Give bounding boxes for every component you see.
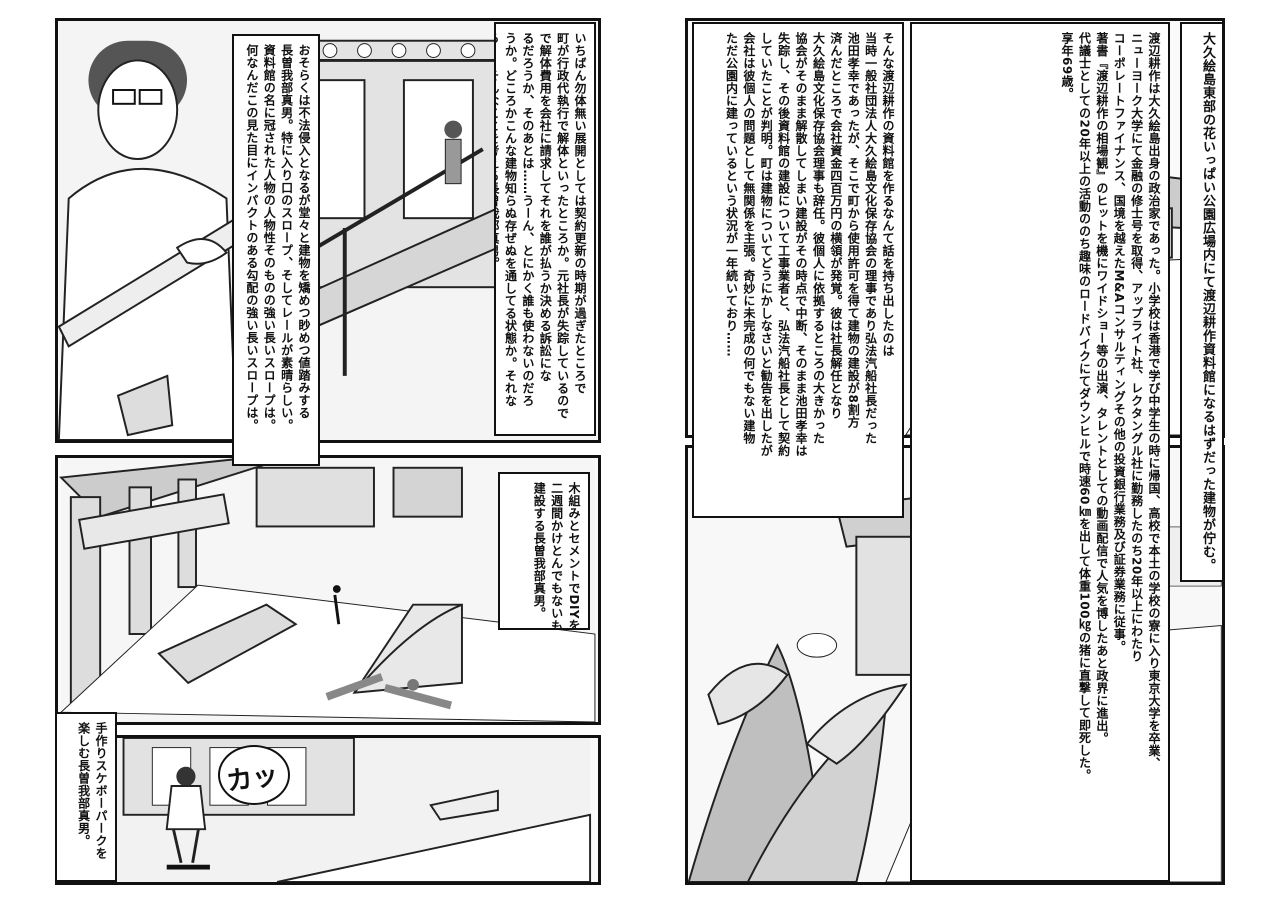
caption-diy-construction: 木組みとセメントでDIYを敢行、 二週間かけとんでもないものを入り口正面に 建設…	[498, 472, 590, 630]
caption-museum-history: そんな渡辺耕作の資料館を作るなんて話を持ち出したのは 当時一般社団法人大久絵島文…	[692, 22, 904, 518]
panel-left-bottom-art	[65, 738, 592, 882]
right-page: 大久絵島東部の花いっぱい公園広場内にて渡辺耕作資料館になるはずだった建物が佇む。…	[640, 0, 1280, 902]
sfx-bubble	[218, 745, 290, 805]
caption-watanabe-biography: 渡辺耕作は大久絵島出身の政治家であった。小学校は香港で学び中学生の時に帰国、高校…	[910, 22, 1170, 882]
caption-trespass-ramp: おそらくは不法侵入となるが堂々と建物を矯めつ眇めつ値踏みする 長曽我部真男。特に…	[232, 34, 320, 466]
panel-left-bottom	[55, 735, 601, 885]
caption-maintenance-speculation: いちばん勿体無い展開としては契約更新の時期が過ぎたところで 町が行政代執行で解体…	[494, 22, 596, 436]
sfx-kac: カッ	[224, 760, 281, 798]
left-page: いちばん勿体無い展開としては契約更新の時期が過ぎたところで 町が行政代執行で解体…	[55, 18, 601, 885]
caption-building-location: 大久絵島東部の花いっぱい公園広場内にて渡辺耕作資料館になるはずだった建物が佇む。	[1180, 22, 1224, 582]
caption-skatepark-enjoy: 手作りスケボーパークを 楽しむ長曽我部真男。	[55, 712, 117, 882]
